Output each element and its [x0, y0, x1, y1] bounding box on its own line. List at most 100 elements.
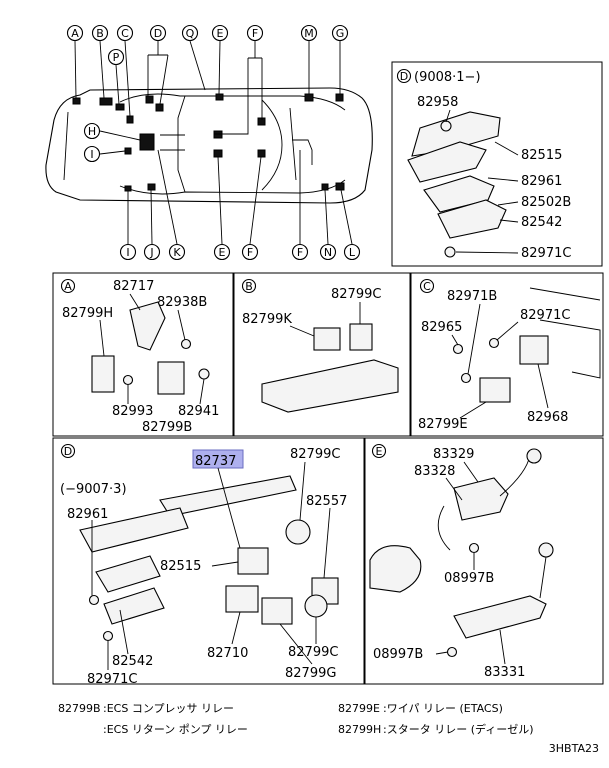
panel-e: E 83329 83328 08997B 08997B 83331	[364, 437, 604, 685]
relay-dot-f1	[257, 117, 266, 126]
bolt-drawing	[446, 646, 458, 658]
part-label: 82971C	[520, 308, 570, 323]
relay-dot-i	[124, 147, 132, 155]
bolt-drawing	[180, 338, 192, 350]
car-overview: A B C P D Q E F M G H I	[45, 24, 373, 261]
relay-drawing	[349, 323, 373, 351]
bolt-drawing	[444, 246, 456, 258]
panel-a: A 82717 82799H 82938B 82993 82941 82799B	[52, 272, 234, 437]
nut-drawing	[198, 368, 210, 380]
relay-plate-drawing	[423, 175, 495, 213]
car-windshield	[261, 99, 283, 191]
part-label: 82799E	[418, 417, 468, 432]
bolt-drawing	[122, 374, 134, 386]
car-harness	[292, 139, 313, 165]
part-label: 82971B	[447, 289, 497, 304]
car-rear-edge	[63, 111, 69, 181]
relay-drawing	[157, 361, 185, 395]
wire-drawing	[539, 556, 547, 599]
figure-code: 3HBTA23	[549, 742, 599, 755]
relay-plate-drawing	[103, 587, 165, 625]
relay-block-h	[139, 133, 155, 151]
part-label: 83329	[433, 447, 474, 462]
body-panel-drawing	[529, 287, 601, 379]
panel-letter: A	[64, 280, 72, 293]
relay-round-drawing	[285, 519, 311, 545]
callout-letter: C	[121, 27, 129, 40]
relay-dot-e2	[213, 130, 223, 139]
part-label: 08997B	[444, 571, 494, 586]
relay-dot-l	[335, 182, 345, 191]
bolt-drawing	[488, 337, 500, 349]
callout-letter: L	[349, 246, 356, 259]
part-label: 82968	[527, 410, 568, 425]
panel-letter: D	[64, 445, 72, 458]
relay-bar-drawing	[453, 595, 547, 639]
part-label: 82799C	[288, 645, 338, 660]
part-label: 82799K	[242, 312, 292, 327]
connector-drawing	[526, 448, 542, 464]
callout-letter: K	[173, 246, 181, 259]
relay-drawing	[479, 377, 511, 403]
car-roof-line-top	[119, 93, 346, 111]
relay-dot-n	[321, 183, 329, 191]
bracket-drawing	[79, 507, 189, 553]
relay-drawing	[237, 547, 269, 575]
callout-letter: D	[154, 27, 162, 40]
legend-code: 82799B	[58, 702, 101, 715]
callout-letter: G	[336, 27, 345, 40]
relay-dot-m	[304, 93, 314, 102]
panel-letter: C	[423, 280, 431, 293]
part-label: 82941	[178, 404, 219, 419]
panel-c: C 82971B 82965 82971C 82799E 82968	[410, 272, 604, 437]
panel-letter: D	[400, 70, 408, 83]
part-label: 82542	[521, 215, 562, 230]
bolt-drawing	[460, 372, 472, 384]
relay-drawing	[225, 585, 259, 613]
callout-letter: P	[113, 51, 120, 64]
car-dash	[289, 107, 297, 181]
callout-letter: F	[252, 27, 258, 40]
relay-round-drawing	[304, 594, 328, 618]
callout-letter: B	[96, 27, 104, 40]
callout-letter: I	[90, 148, 93, 161]
part-label: 82961	[67, 507, 108, 522]
callout-letter: M	[304, 27, 314, 40]
part-label: 82515	[521, 148, 562, 163]
relay-dot-a	[72, 97, 81, 105]
left-callouts: H I	[83, 122, 141, 163]
legend-text: :ECS コンプレッサ リレー	[103, 702, 234, 715]
part-label: 82971C	[87, 672, 137, 687]
callout-letter: J	[149, 246, 153, 259]
bottom-callouts: I J K E F F N L	[119, 149, 361, 261]
relay-drawing	[313, 327, 341, 351]
highlighted-part-label: 82737	[195, 454, 236, 469]
callout-letter: Q	[186, 27, 195, 40]
part-label: 82799C	[290, 447, 340, 462]
panel-d-bottom: D 82737 (−9007·3) 82799C 82961 82557 825…	[52, 437, 365, 687]
part-label: 82557	[306, 494, 347, 509]
relay-drawing	[453, 477, 509, 521]
relay-drawing	[519, 335, 549, 365]
relay-dot-c	[126, 115, 134, 124]
car-body-outline	[45, 87, 373, 204]
legend-text: :スタータ リレー (ディーゼル)	[383, 722, 534, 736]
part-label: 82971C	[521, 246, 571, 261]
part-label: 82515	[160, 559, 201, 574]
relay-dot-f2	[257, 149, 266, 158]
bracket-drawing	[129, 301, 166, 351]
part-label: 82717	[113, 279, 154, 294]
part-label: 82938B	[157, 295, 207, 310]
relay-dot-d1	[145, 95, 154, 104]
relay-dot-d2	[155, 103, 164, 112]
panel-letter: B	[245, 280, 253, 293]
callout-letter: A	[71, 27, 79, 40]
relay-dot-j	[147, 183, 156, 191]
relay-box-drawing	[261, 359, 399, 413]
relay-dot-g	[335, 93, 344, 102]
panel-title: (−9007·3)	[60, 482, 127, 497]
bracket-drawing	[411, 111, 501, 157]
bolt-drawing	[452, 343, 464, 355]
car-seat-lines	[160, 134, 185, 151]
part-label: 83328	[414, 464, 455, 479]
